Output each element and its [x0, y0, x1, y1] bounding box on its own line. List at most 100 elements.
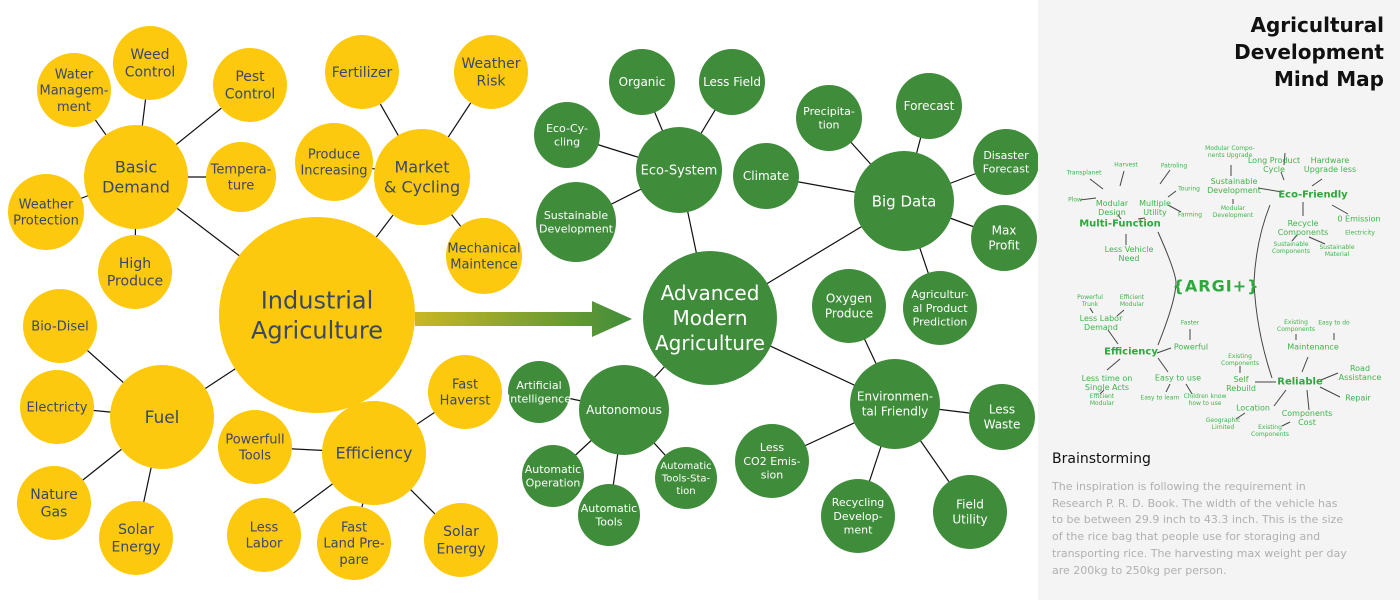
mini-map-node: Self Rebuild — [1226, 375, 1256, 393]
node-circle — [218, 410, 292, 484]
node-label: Forecast — [904, 99, 955, 113]
node-big-data: Big Data — [854, 151, 954, 251]
node-circle — [536, 182, 616, 262]
node-label: Bio-Disel — [31, 320, 88, 335]
node-circle — [735, 424, 809, 498]
transition-arrow — [415, 301, 632, 337]
mini-map-node: Components Cost — [1281, 409, 1333, 427]
node-circle — [522, 445, 584, 507]
node-circle — [578, 484, 640, 546]
node-circle — [99, 501, 173, 575]
mini-map-node: Faster — [1180, 319, 1200, 327]
mini-map-node: Easy to learn — [1140, 394, 1180, 402]
mini-map-node: Less Vehicle Need — [1104, 245, 1154, 263]
node-label: Electricty — [27, 401, 88, 416]
node-circle — [636, 127, 722, 213]
node-circle — [534, 102, 600, 168]
node-circle — [821, 479, 895, 553]
mini-map-hub: {ARGI+} — [1172, 276, 1260, 296]
node-climate: Climate — [733, 143, 799, 209]
node-circle — [446, 218, 522, 294]
node-autonomous: Autonomous — [579, 365, 669, 455]
node-circle — [374, 129, 470, 225]
mini-map-node: 0 Emission — [1337, 214, 1381, 224]
node-circle — [317, 506, 391, 580]
mini-map-node: Less time on Single Acts — [1081, 374, 1133, 392]
node-circle — [850, 359, 940, 449]
node-forecast: Forecast — [896, 73, 962, 139]
mini-map-node: Harvest — [1114, 161, 1138, 169]
node-market: Market& Cycling — [374, 129, 470, 225]
mini-map-node: Existing Components — [1221, 353, 1259, 367]
mini-map-node: Powerful — [1173, 342, 1209, 352]
mini-map-node: Long Product Cycle — [1247, 156, 1301, 174]
mini-map-node: Modular Design — [1095, 199, 1129, 217]
description-text: The inspiration is following the require… — [1052, 480, 1347, 577]
title-line: Agricultural — [1250, 13, 1384, 37]
node-label: Market& Cycling — [384, 158, 460, 197]
node-circle — [98, 235, 172, 309]
mini-map-node: Touring — [1178, 185, 1200, 193]
mini-map-node: Modular Compo- nents Upgrade — [1205, 145, 1255, 159]
mini-map-node: Sustainable Components — [1272, 241, 1310, 255]
node-circle — [17, 466, 91, 540]
page-title: Agricultural Development Mind Map — [1234, 12, 1384, 93]
node-label: Less Field — [703, 75, 761, 89]
node-circle — [903, 271, 977, 345]
node-label: Environmen-tal Friendly — [857, 390, 933, 419]
mini-map-node: Transplanet — [1066, 169, 1102, 177]
node-circle — [23, 289, 97, 363]
node-circle — [609, 49, 675, 115]
node-label: Tempera-ture — [210, 162, 272, 193]
node-fertilizer: Fertilizer — [325, 35, 399, 109]
mini-map-node: Sustainable Material — [1319, 244, 1355, 258]
node-less-field: Less Field — [699, 49, 765, 115]
mini-map-node: Road Assistance — [1338, 364, 1382, 382]
node-circle — [971, 205, 1037, 271]
node-circle — [933, 475, 1007, 549]
node-label: Efficiency — [335, 444, 412, 463]
node-circle — [219, 217, 415, 413]
node-eco-system: Eco-System — [636, 127, 722, 213]
node-circle — [213, 48, 287, 122]
mini-map-node: Easy to use — [1154, 373, 1202, 383]
node-circle — [113, 26, 187, 100]
mini-map-node: Modular Development — [1212, 205, 1254, 219]
mini-map-node: Location — [1236, 403, 1270, 413]
node-circle — [206, 142, 276, 212]
mini-map-node: Children know how to use — [1183, 393, 1227, 407]
node-circle — [20, 370, 94, 444]
